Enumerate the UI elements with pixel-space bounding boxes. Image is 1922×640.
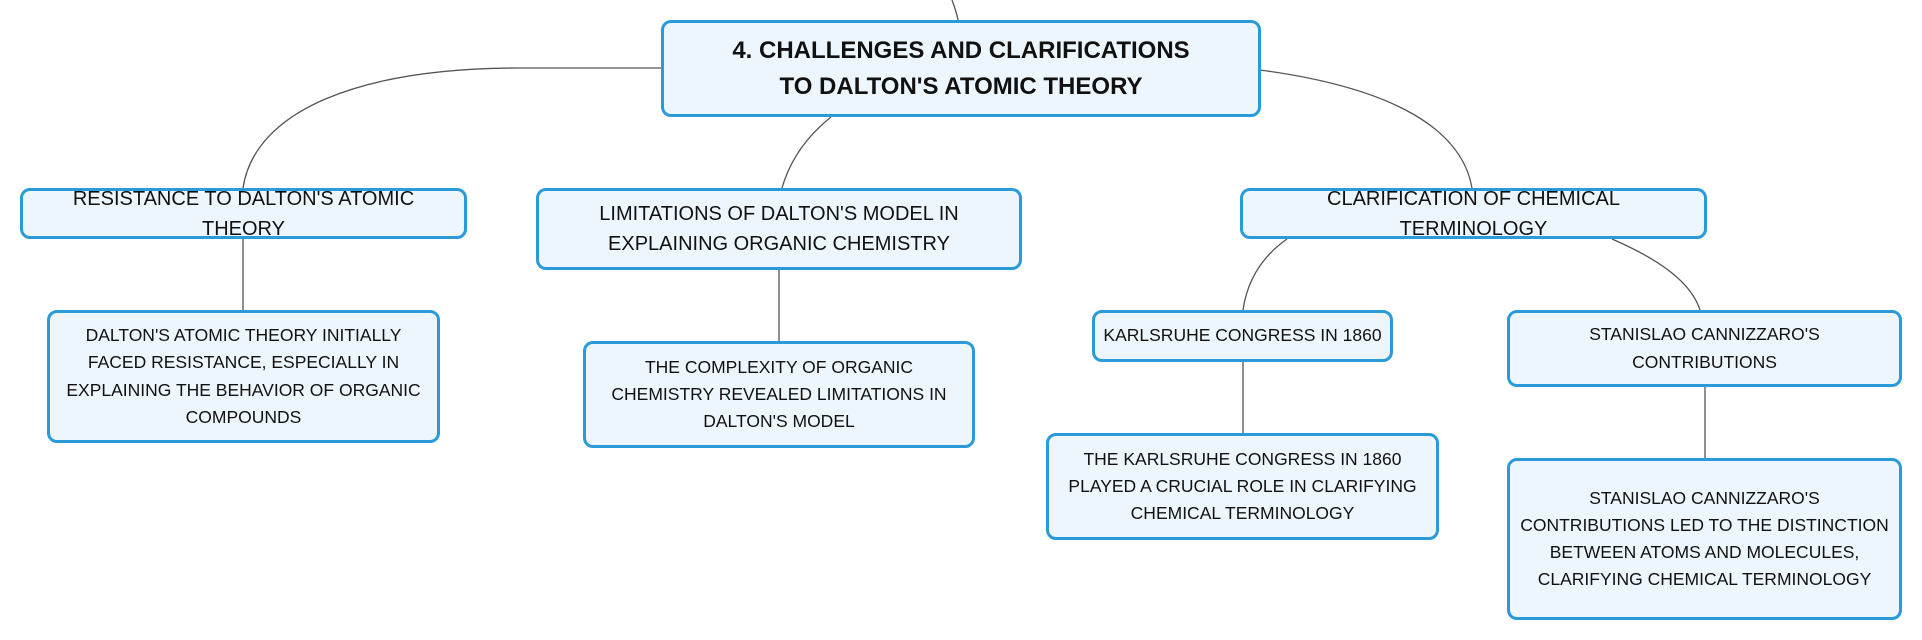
detail-node-limitations[interactable]: THE COMPLEXITY OF ORGANIC CHEMISTRY REVE… bbox=[583, 341, 975, 448]
connector-parent-to-root bbox=[951, 0, 959, 21]
connector-root-to-limitations bbox=[781, 116, 832, 189]
branch-label-limitations: LIMITATIONS OF DALTON'S MODEL IN EXPLAIN… bbox=[599, 203, 959, 255]
branch-label-clarification: CLARIFICATION OF CHEMICAL TERMINOLOGY bbox=[1327, 187, 1620, 240]
sub-branch-label-karlsruhe: KARLSRUHE CONGRESS IN 1860 bbox=[1103, 325, 1382, 346]
detail-label-karlsruhe: THE KARLSRUHE CONGRESS IN 1860 PLAYED A … bbox=[1068, 448, 1417, 524]
detail-node-cannizzaro[interactable]: STANISLAO CANNIZZARO'S CONTRIBUTIONS LED… bbox=[1507, 458, 1902, 620]
branch-label-resistance: RESISTANCE TO DALTON'S ATOMIC THEORY bbox=[72, 187, 415, 240]
detail-node-karlsruhe[interactable]: THE KARLSRUHE CONGRESS IN 1860 PLAYED A … bbox=[1046, 433, 1439, 540]
detail-label-cannizzaro: STANISLAO CANNIZZARO'S CONTRIBUTIONS LED… bbox=[1520, 487, 1889, 590]
detail-label-limitations: THE COMPLEXITY OF ORGANIC CHEMISTRY REVE… bbox=[611, 356, 947, 432]
connector-clarification-to-cannizzaro bbox=[1611, 238, 1701, 311]
sub-branch-label-cannizzaro: STANISLAO CANNIZZARO'S CONTRIBUTIONS bbox=[1589, 324, 1820, 372]
connector-clarification-to-karlsruhe bbox=[1242, 238, 1288, 311]
sub-branch-node-cannizzaro[interactable]: STANISLAO CANNIZZARO'S CONTRIBUTIONS bbox=[1507, 310, 1902, 387]
detail-label-resistance: DALTON'S ATOMIC THEORY INITIALLY FACED R… bbox=[66, 325, 421, 427]
detail-node-resistance[interactable]: DALTON'S ATOMIC THEORY INITIALLY FACED R… bbox=[47, 310, 440, 443]
root-topic-node[interactable]: 4. CHALLENGES AND CLARIFICATIONS TO DALT… bbox=[661, 20, 1261, 117]
branch-node-resistance[interactable]: RESISTANCE TO DALTON'S ATOMIC THEORY bbox=[20, 188, 467, 240]
connector-root-to-resistance bbox=[242, 67, 661, 189]
branch-node-limitations[interactable]: LIMITATIONS OF DALTON'S MODEL IN EXPLAIN… bbox=[536, 188, 1022, 270]
branch-node-clarification[interactable]: CLARIFICATION OF CHEMICAL TERMINOLOGY bbox=[1240, 188, 1707, 240]
root-topic-title: 4. CHALLENGES AND CLARIFICATIONS TO DALT… bbox=[732, 36, 1190, 100]
connector-root-to-clarification bbox=[1259, 69, 1473, 189]
sub-branch-node-karlsruhe[interactable]: KARLSRUHE CONGRESS IN 1860 bbox=[1092, 310, 1393, 362]
